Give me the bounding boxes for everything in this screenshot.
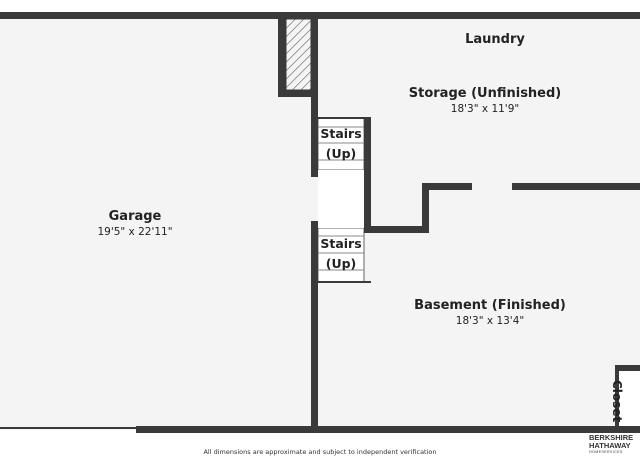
- stairs-landing: [318, 170, 364, 228]
- disclaimer-text: All dimensions are approximate and subje…: [203, 448, 437, 456]
- garage-floor: [0, 18, 312, 430]
- brand-logo: BERKSHIRE HATHAWAY HOMESERVICES: [589, 434, 639, 455]
- chimney-hatch: [285, 18, 312, 91]
- closet-floor: [619, 371, 640, 426]
- stairs-lower-label: Stairs (Up): [314, 234, 368, 274]
- room-basement-name: Basement (Finished): [414, 298, 566, 313]
- room-storage-name: Storage (Unfinished): [408, 86, 562, 101]
- room-closet-name: Closet: [610, 380, 624, 423]
- room-laundry-name: Laundry: [465, 32, 525, 47]
- stairs-upper-line1: Stairs: [320, 126, 362, 141]
- stairs-upper-line2: (Up): [325, 146, 357, 161]
- walls: [0, 12, 640, 433]
- room-basement-dims: 18'3" x 13'4": [455, 315, 525, 327]
- brand-line3: HOMESERVICES: [589, 450, 623, 454]
- stairs-lower-line2: (Up): [325, 256, 357, 271]
- stairs-lower-line1: Stairs: [320, 236, 362, 251]
- room-garage-name: Garage: [108, 209, 162, 224]
- brand-line2: HATHAWAY: [589, 441, 631, 450]
- stairs-upper-label: Stairs (Up): [314, 124, 368, 164]
- room-garage-dims: 19'5" x 22'11": [97, 226, 173, 238]
- brand-line1: BERKSHIRE: [589, 433, 634, 442]
- room-storage-dims: 18'3" x 11'9": [450, 103, 520, 115]
